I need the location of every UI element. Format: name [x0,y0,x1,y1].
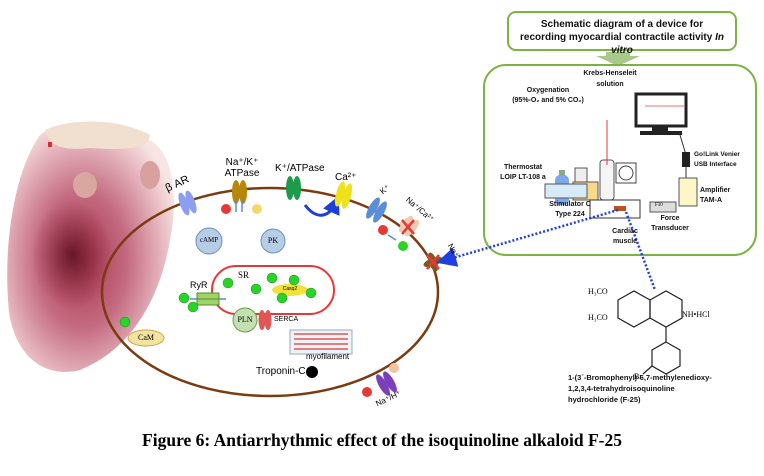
cardiac-muscle-label: Cardiac muscle [600,227,650,247]
compound-name: 1-(3´-Bromophenyl)-6,7-methylenedioxy- 1… [568,372,758,405]
na-k-atpase [232,180,247,212]
troponin-c [306,366,318,378]
krebs-line2: solution [596,81,624,88]
compound-name-line2: 1,2,3,4-tetrahydroisoquinoline [568,384,675,393]
cell-membrane [100,186,440,398]
amplifier [678,177,698,207]
pln-protein [232,307,258,333]
h-ion [389,363,399,373]
k-ion [252,204,262,214]
ryr-label: RyR [190,280,208,290]
force-line1: Force [660,215,680,222]
calcium-ions [119,272,317,328]
organ-bath [599,159,615,201]
stimulator-line2: Type 224 [555,211,585,218]
na-h-exchanger [376,371,397,396]
cardiac-line2: muscle [612,238,638,245]
force-transducer-label: Force Transducer [640,214,700,234]
pln-label: PLN [237,315,253,324]
force-transducer [649,201,677,213]
golink-label: Go!Link Venier USB Interface [694,150,756,170]
sarcoplasmic-reticulum [211,265,335,315]
oxygenation-label: Oxygenation (95%-O₂ and 5% CO₂) [508,86,588,106]
stimulator-line1: Stimulator C [549,201,591,208]
device-title-italic: In vitro [611,32,724,56]
heart-image [7,121,174,372]
thermostat-label: Thermostat LOIP LT-108 a [488,163,558,183]
casq2-label: Casq2 [282,286,298,292]
transducer-code: F30 [655,203,663,208]
force-line2: Transducer [651,225,689,232]
oxygenation-line1: Oxygenation [526,87,570,94]
na-ca-exchanger [398,215,420,237]
cam-protein [127,329,165,347]
computer-monitor [634,92,688,135]
na-k-atpase-line2: ATPase [224,168,260,179]
device-title-box [507,11,737,51]
stimulator [544,183,588,199]
pk-label: PK [267,236,279,245]
cardiac-line1: Cardiac [612,228,638,235]
dotted-arrow-to-compound [624,211,657,291]
amplifier-label: Amplifier TAM-A [700,186,750,206]
ca-channel-label: Ca²⁺ [335,172,357,183]
serca-pump [258,310,272,330]
na-k-atpase-line1: Na⁺/K⁺ [225,157,259,168]
na-ion-nah [362,387,372,397]
na-k-atpase-label: Na⁺/K⁺ ATPase [220,157,264,179]
pk-molecule [260,228,286,254]
serca-label: SERCA [274,316,299,323]
device-title: Schematic diagram of a device for record… [508,18,736,57]
figure-caption: Figure 6: Antiarrhythmic effect of the i… [142,430,622,450]
na-ion-exchanger [378,225,388,235]
device-title-line2: recording myocardial contractile activit… [508,31,736,57]
usb-interface [682,152,690,167]
compound-name-line3: hydrochloride (F-25) [568,395,641,404]
curved-arrow-icon [303,195,340,217]
beta-ar-receptor [178,190,197,216]
camp-molecule [195,227,223,255]
krebs-label: Krebs-Henseleit solution [575,68,645,90]
cardiac-muscle [614,206,626,211]
ca-channel [334,181,353,209]
camp-label: cAMP [199,236,219,244]
oxygenation-line2: (95%-O₂ and 5% CO₂) [512,97,584,104]
amplifier-line2: TAM-A [700,197,723,204]
thermostat-line2: LOIP LT-108 a [500,174,546,181]
myofilament-label: myofilament [306,352,350,361]
device-panel [483,64,757,256]
sr-label: SR [238,270,250,280]
amine-label: NH•HCl [682,310,710,319]
na-ion [221,204,231,214]
k-channel [366,197,387,223]
cam-label: CaM [138,333,154,342]
troponin-label: Troponin-C [256,366,306,377]
stimulator-label: Stimulator C Type 224 [540,200,600,220]
krebs-line1: Krebs-Henseleit [583,70,637,77]
down-arrow-icon [596,52,640,66]
substituent-2: H₃CO [588,313,608,322]
dotted-arrow-to-cell [436,208,619,267]
k-atpase-label: K⁺/ATPase [275,163,325,174]
compound-name-line1: 1-(3´-Bromophenyl)-6,7-methylenedioxy- [568,373,712,382]
myofilament [289,329,353,355]
chemical-structure [617,290,683,375]
device-title-text: recording myocardial contractile activit… [520,32,716,43]
bromine-label: Br [634,372,642,381]
device-title-line1: Schematic diagram of a device for [540,19,704,30]
amplifier-line1: Amplifier [700,187,731,194]
golink-line1: Go!Link Venier [694,151,740,158]
substituent-1: H₃CO [588,287,608,296]
ryr-channel [190,292,226,306]
ca-ion-exchanger [398,241,408,251]
thermostat-line1: Thermostat [503,164,543,171]
golink-line2: USB Interface [694,161,737,168]
k-atpase [286,176,301,200]
